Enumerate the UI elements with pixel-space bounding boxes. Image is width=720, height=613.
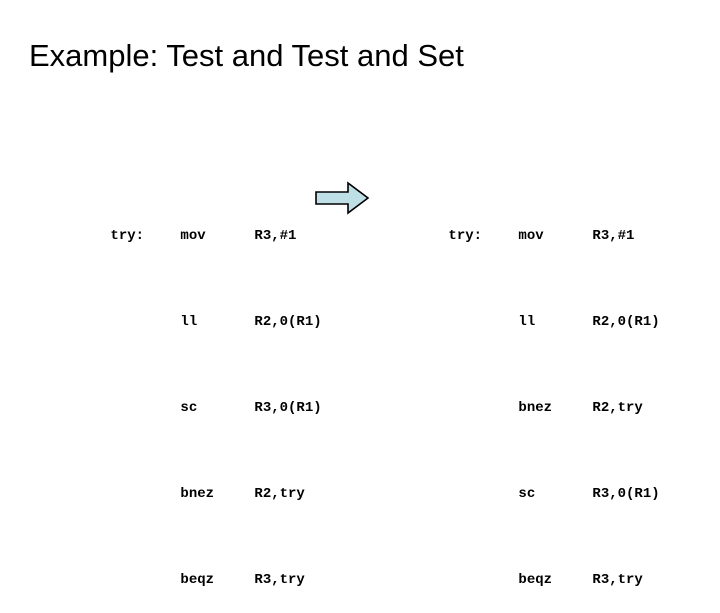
code-line: sc R3,0(R1)	[398, 463, 659, 502]
code-opcode: beqz	[518, 572, 553, 588]
code-line: beqz R3,try	[60, 549, 322, 588]
code-operands: R3,0(R1)	[592, 486, 660, 502]
code-label: try:	[110, 228, 145, 244]
code-line: try: mov R3,#1	[398, 205, 660, 244]
code-opcode: ll	[518, 314, 536, 330]
code-line: bnez R2,try	[398, 377, 660, 416]
code-opcode: mov	[518, 228, 544, 244]
code-operands: R3,#1	[254, 228, 297, 244]
code-opcode: ll	[180, 314, 198, 330]
code-opcode: beqz	[180, 572, 215, 588]
code-opcode: bnez	[518, 400, 553, 416]
code-operands: R2,0(R1)	[254, 314, 322, 330]
code-line: bnez R2,try	[60, 463, 322, 502]
arrow-polygon	[315, 181, 370, 215]
code-operands: R2,0(R1)	[592, 314, 660, 330]
code-line: sc R3,0(R1)	[60, 377, 321, 416]
code-opcode: sc	[518, 486, 536, 502]
code-operands: R2,try	[254, 486, 305, 502]
code-label: try:	[448, 228, 483, 244]
page-title: Example: Test and Test and Set	[29, 38, 464, 73]
right-block-arrow-icon	[315, 181, 370, 215]
code-opcode: bnez	[180, 486, 215, 502]
code-operands: R3,try	[592, 572, 643, 588]
code-line: beqz R3,try	[398, 549, 660, 588]
code-operands: R3,try	[254, 572, 305, 588]
code-line: try: mov R3,#1	[60, 205, 322, 244]
code-line: ll R2,0(R1)	[60, 291, 321, 330]
right-block-arrow-shape	[315, 181, 370, 215]
code-operands: R3,#1	[592, 228, 635, 244]
code-opcode: mov	[180, 228, 206, 244]
code-opcode: sc	[180, 400, 198, 416]
code-line: ll R2,0(R1)	[398, 291, 659, 330]
code-operands: R3,0(R1)	[254, 400, 322, 416]
code-operands: R2,try	[592, 400, 643, 416]
